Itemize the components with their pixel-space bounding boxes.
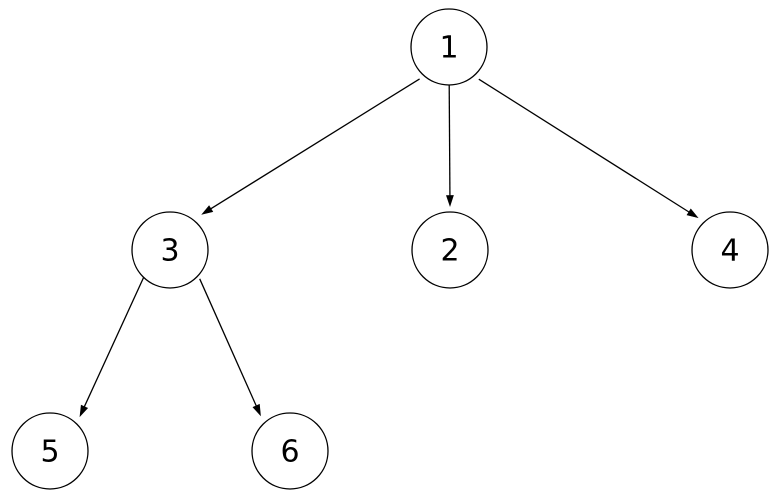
node-circle[interactable]	[131, 211, 209, 289]
edge-3-to-6	[199, 278, 261, 417]
arrowhead-icon	[686, 208, 699, 219]
graph-node-1[interactable]: 1	[410, 8, 488, 86]
edge-1-to-2	[446, 84, 454, 207]
edge-line	[82, 277, 145, 409]
node-circle[interactable]	[11, 412, 89, 490]
edges-layer	[79, 78, 699, 418]
node-circle[interactable]	[411, 211, 489, 289]
arrowhead-icon	[252, 403, 261, 417]
edge-line	[208, 78, 420, 211]
arrowhead-icon	[201, 205, 214, 215]
edge-3-to-5	[79, 277, 145, 418]
edge-line	[448, 84, 451, 198]
edge-line	[199, 278, 258, 408]
arrowhead-icon	[79, 404, 89, 418]
graph-node-2[interactable]: 2	[411, 211, 489, 289]
node-circle[interactable]	[410, 8, 488, 86]
graph-node-5[interactable]: 5	[11, 412, 89, 490]
node-circle[interactable]	[691, 211, 769, 289]
edge-1-to-3	[201, 78, 420, 215]
graph-node-3[interactable]: 3	[131, 211, 209, 289]
node-circle[interactable]	[251, 412, 329, 490]
edge-1-to-4	[478, 78, 699, 219]
graph-node-4[interactable]: 4	[691, 211, 769, 289]
edge-line	[478, 78, 692, 214]
arrowhead-icon	[446, 195, 454, 207]
graph-node-6[interactable]: 6	[251, 412, 329, 490]
